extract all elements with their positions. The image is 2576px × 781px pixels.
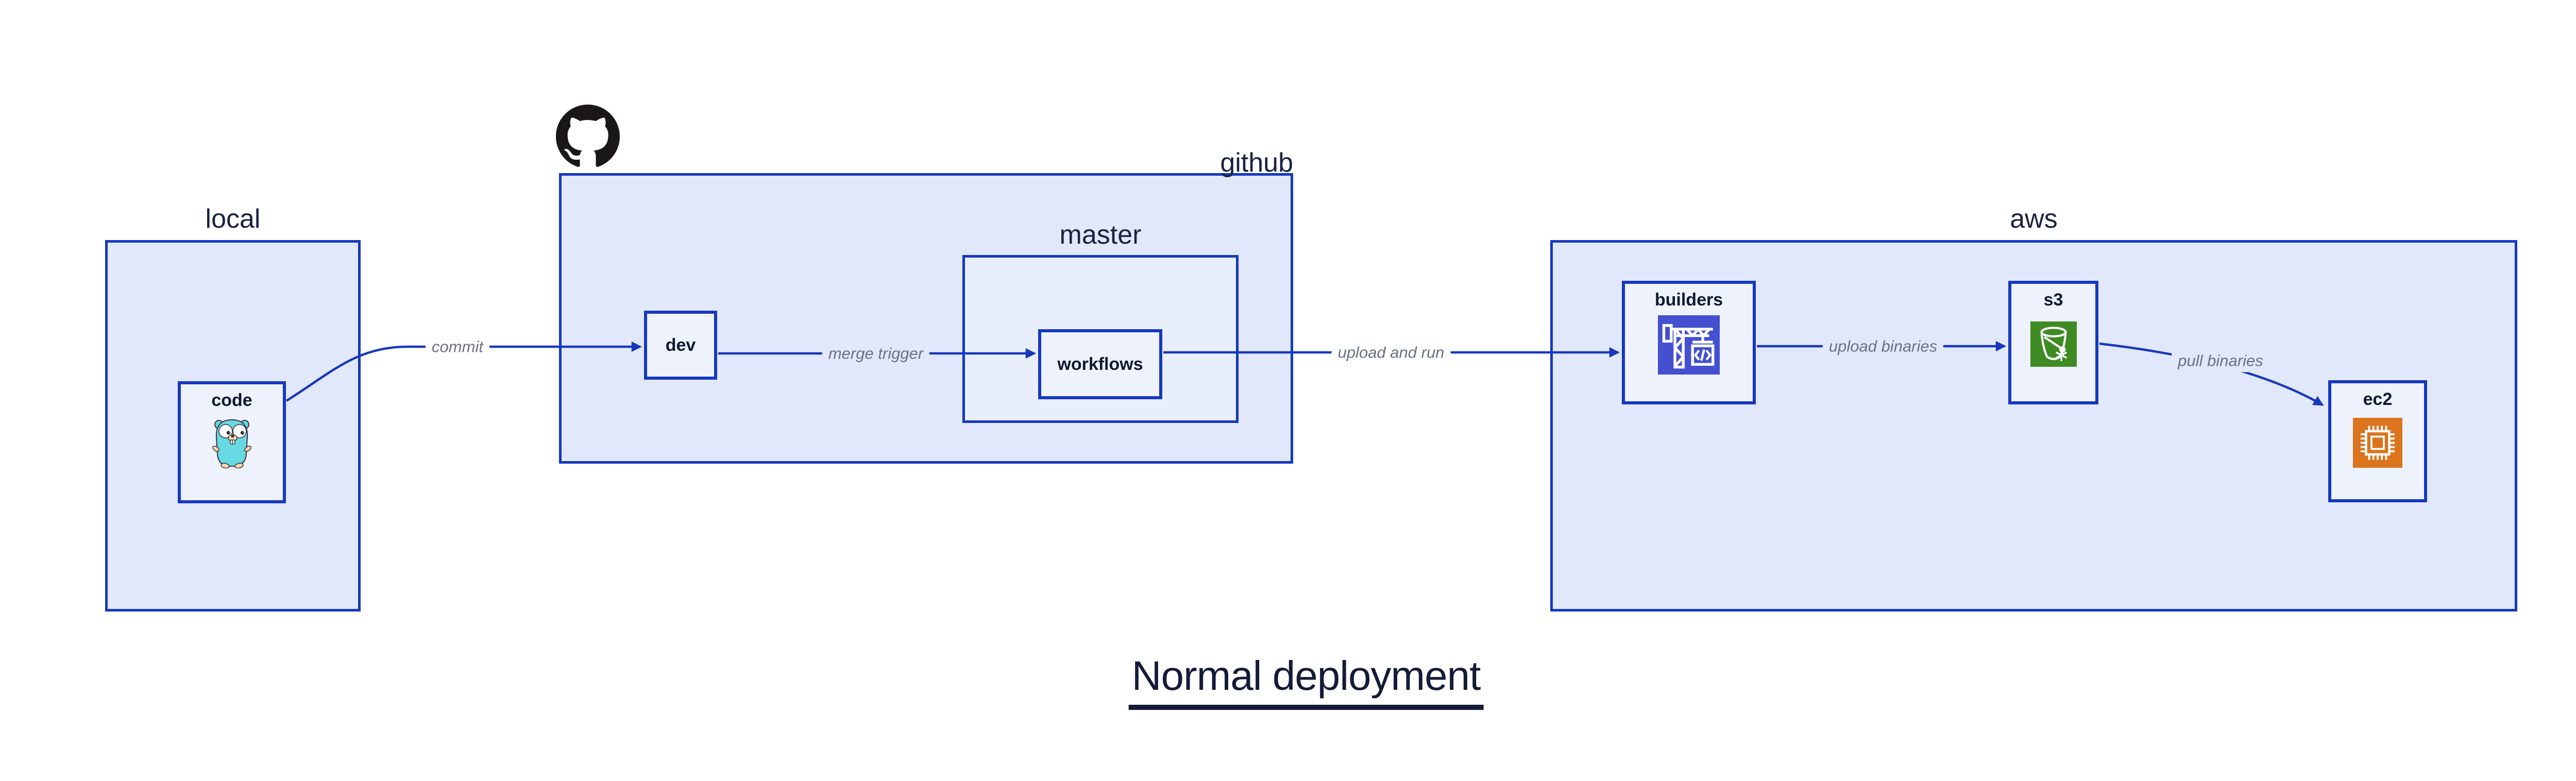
node-code: code	[178, 381, 286, 503]
node-ec2: ec2	[2328, 380, 2427, 502]
codebuild-crane-icon	[1658, 315, 1720, 375]
ec2-chip-icon	[2353, 418, 2402, 468]
node-code-label: code	[211, 390, 252, 410]
github-label: github	[1220, 148, 1293, 178]
master-label: master	[1059, 220, 1142, 250]
github-octocat-icon	[556, 105, 620, 167]
node-s3-label: s3	[2043, 290, 2063, 310]
diagram-title: Normal deployment	[1128, 652, 1484, 710]
edge-label-upload-binaries: upload binaries	[1822, 334, 1944, 358]
node-ec2-label: ec2	[2363, 389, 2393, 409]
s3-glacier-bucket-icon	[2030, 321, 2077, 367]
node-builders-label: builders	[1654, 290, 1723, 310]
node-dev: dev	[644, 311, 717, 380]
node-dev-label: dev	[665, 335, 696, 355]
aws-label: aws	[2010, 204, 2058, 234]
edge-label-merge-trigger: merge trigger	[822, 342, 930, 365]
node-workflows: workflows	[1038, 329, 1162, 399]
go-gopher-icon	[212, 419, 251, 468]
edge-label-upload-and-run: upload and run	[1331, 341, 1451, 364]
edge-label-commit: commit	[426, 335, 489, 359]
node-builders: builders	[1622, 281, 1756, 404]
edge-label-pull-binaries: pull binaries	[2172, 349, 2269, 372]
node-workflows-label: workflows	[1057, 354, 1143, 374]
node-s3: s3	[2008, 281, 2098, 404]
local-label: local	[205, 204, 261, 234]
